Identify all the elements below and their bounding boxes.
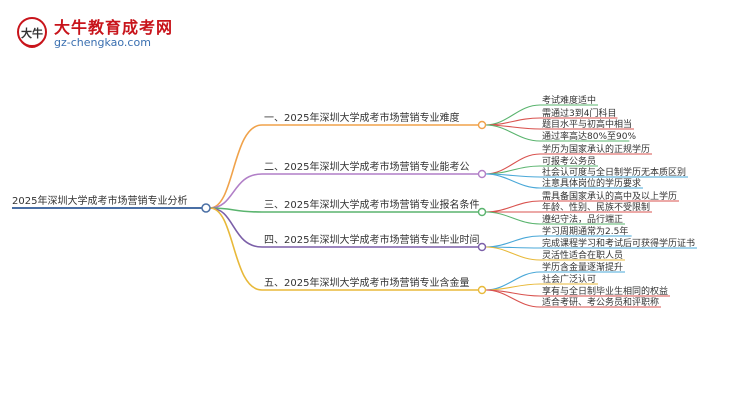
leaf-label: 需具备国家承认的高中及以上学历	[542, 190, 677, 202]
leaf-label: 需通过3到4门科目	[542, 107, 616, 119]
site-url[interactable]: gz-chengkao.com	[54, 36, 151, 49]
branch-toggle[interactable]	[477, 242, 487, 252]
root-node-label: 2025年深圳大学成考市场营销专业分析	[12, 194, 187, 207]
leaf-label: 学历含金量逐渐提升	[542, 261, 623, 273]
mindmap-edges	[209, 104, 541, 308]
leaf-label: 注意具体岗位的学历要求	[542, 177, 641, 189]
branch-label: 四、2025年深圳大学成考市场营销专业毕业时间	[264, 233, 479, 246]
branch-toggle[interactable]	[477, 285, 487, 295]
leaf-connector	[485, 173, 541, 189]
leaf-label: 享有与全日制毕业生相同的权益	[542, 285, 668, 297]
site-logo[interactable]: 大牛 大牛教育成考网 gz-chengkao.com	[14, 12, 214, 58]
branch-toggle[interactable]	[477, 169, 487, 179]
branch-toggle[interactable]	[477, 207, 487, 217]
leaf-label: 可报考公务员	[542, 155, 596, 167]
leaf-label: 适合考研、考公务员和评职称	[542, 296, 659, 308]
leaf-connector	[485, 289, 541, 308]
brand-name: 大牛教育成考网	[54, 18, 174, 37]
branch-label: 五、2025年深圳大学成考市场营销专业含金量	[264, 276, 469, 289]
leaf-connector	[485, 124, 541, 142]
leaf-connector	[485, 283, 541, 291]
leaf-label: 完成课程学习和考试后可获得学历证书	[542, 237, 695, 249]
branch-connector	[209, 207, 263, 248]
mascot-logo-icon: 大牛	[17, 17, 47, 48]
branch-connector	[209, 124, 263, 209]
leaf-label: 遵纪守法，品行端正	[542, 213, 623, 225]
leaf-connector	[485, 200, 541, 213]
leaf-label: 学习周期通常为2.5年	[542, 225, 628, 237]
branch-label: 三、2025年深圳大学成考市场营销专业报名条件	[264, 198, 479, 211]
leaf-label: 考试难度适中	[542, 94, 596, 106]
branch-toggle[interactable]	[477, 120, 487, 130]
leaf-connector	[485, 235, 541, 248]
leaf-label: 学历为国家承认的正规学历	[542, 143, 650, 155]
leaf-label: 社会认可度与全日制学历无本质区别	[542, 166, 686, 178]
mindmap-nodes: 2025年深圳大学成考市场营销专业分析 一、2025年深圳大学成考市场营销专业难度…	[12, 94, 697, 308]
branch-label: 二、2025年深圳大学成考市场营销专业能考公	[264, 160, 469, 173]
leaf-label: 年龄、性别、民族不受限制	[542, 201, 650, 213]
leaf-label: 题目水平与初高中相当	[542, 118, 632, 130]
leaf-label: 社会广泛认可	[542, 273, 596, 285]
leaf-label: 通过率高达80%至90%	[542, 130, 636, 142]
branch-connector	[209, 207, 263, 291]
branch-connector	[209, 173, 263, 209]
leaf-connector	[485, 246, 541, 261]
root-node-toggle[interactable]	[201, 203, 211, 213]
leaf-connector	[485, 153, 541, 175]
leaf-connector	[485, 211, 541, 225]
branch-label: 一、2025年深圳大学成考市场营销专业难度	[264, 111, 459, 124]
leaf-label: 灵活性适合在职人员	[542, 249, 623, 261]
logo-glyph: 大牛	[21, 26, 43, 40]
